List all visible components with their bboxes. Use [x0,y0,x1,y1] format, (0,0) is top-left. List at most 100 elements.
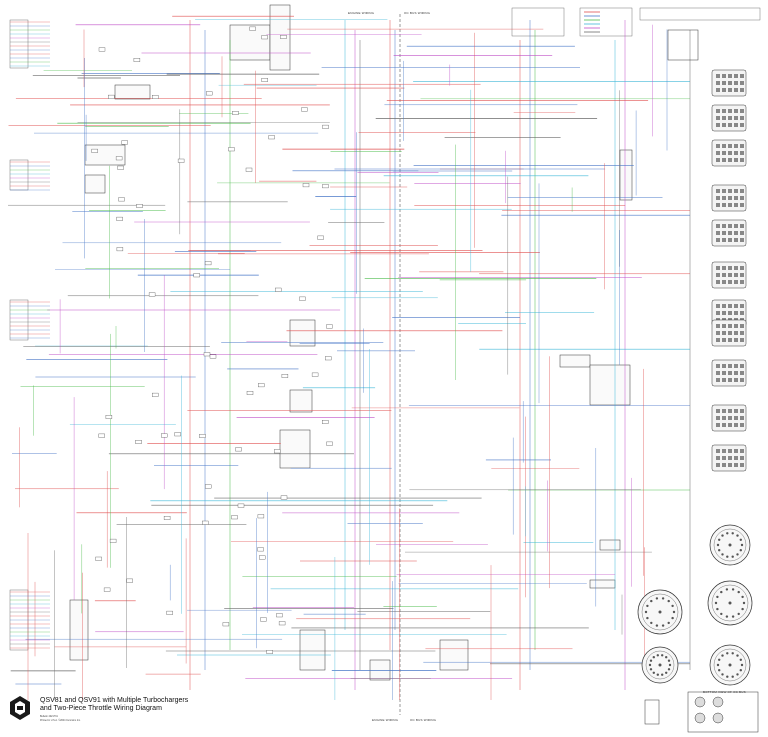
terminal [204,261,212,266]
connector-pin [716,543,720,547]
oem-wiring-footer: OC BUS WIRING [410,718,437,722]
connector-pin [728,74,732,78]
connector-pin [716,203,720,207]
connector-pin [722,74,726,78]
connector-face-view [711,404,747,432]
terminal [275,287,282,292]
connector-pin [740,81,744,85]
connector-pin [716,224,720,228]
connector-pin [722,324,726,328]
connector-pin [728,203,732,207]
connector-pin [739,669,742,672]
connector-pin [716,463,720,467]
terminal [317,235,324,240]
component-box [289,319,316,347]
connector-pin [740,238,744,242]
component-box [269,4,291,71]
connector-pin [716,449,720,453]
connector-pin [722,449,726,453]
terminal [117,165,124,170]
connector-pin [728,273,732,277]
terminal [115,156,123,161]
terminal [116,247,124,252]
connector-pin [740,463,744,467]
terminal [301,107,308,112]
bottom-view-connector [694,696,706,708]
connector-pin [716,151,720,155]
terminal [105,415,113,419]
connector-pin [728,378,732,382]
connector-pin [737,612,740,616]
component-box [299,629,326,671]
connector-pin [722,423,726,427]
connector-pin [734,189,738,193]
connector-pin [671,604,674,608]
connector-pin [740,123,744,127]
connector-pin [740,416,744,420]
connector-pin [672,610,676,614]
connector-pin [734,123,738,127]
terminal [95,556,102,561]
connector-pin [728,224,732,228]
terminal [205,484,212,489]
terminal [163,516,171,520]
connector-pin [734,151,738,155]
connector-pin [722,144,726,148]
connector-pin [716,416,720,420]
connector-pin [722,196,726,200]
connector-pin [722,123,726,127]
component-box [559,354,591,368]
connector-pin [728,338,732,342]
component-box [439,639,469,671]
connector-pin [644,610,648,614]
connector-pin [722,338,726,342]
terminal [246,391,254,395]
notes-box [639,7,761,21]
legend-box [511,7,565,37]
connector-face-view [711,444,747,472]
oem-wiring-header: OC BUS WIRING [404,11,431,15]
connector-pin [716,304,720,308]
legend-box [579,7,633,37]
terminal [177,158,185,163]
connector-pin [728,409,732,413]
connector-pin [668,663,672,667]
round-connector [641,646,679,684]
connector-pin [740,203,744,207]
terminal [232,111,239,115]
connector-pin [734,81,738,85]
connector-pin [734,463,738,467]
terminal [249,26,256,31]
terminal [235,447,242,452]
connector-pin [722,81,726,85]
connector-pin [741,595,744,599]
connector-pin [728,189,732,193]
connector-pin [740,304,744,308]
connector-pin [722,273,726,277]
connector-pin [648,663,652,667]
connector-pin [740,456,744,460]
connector-pin [722,158,726,162]
connector-pin [740,231,744,235]
terminal [152,392,159,397]
connector-face-view [711,261,747,289]
connector-pin [740,151,744,155]
connector-pin [714,601,718,605]
connector-pin [661,673,664,676]
connector-face-view [711,319,747,347]
connector-pin [726,532,729,535]
connector-pin [726,555,729,558]
connector-pin [734,456,738,460]
engine-wiring-footer: ENGINE WIRING [372,718,399,722]
connector-pin [728,116,732,120]
connector-pin [740,449,744,453]
connector-pin [716,81,720,85]
terminal [103,587,111,592]
terminal [91,148,98,153]
connector-pin [728,280,732,284]
connector-pin [740,338,744,342]
connector-insert [641,593,679,631]
component-box [589,579,616,589]
connector-pin [728,371,732,375]
connector-pin [716,116,720,120]
